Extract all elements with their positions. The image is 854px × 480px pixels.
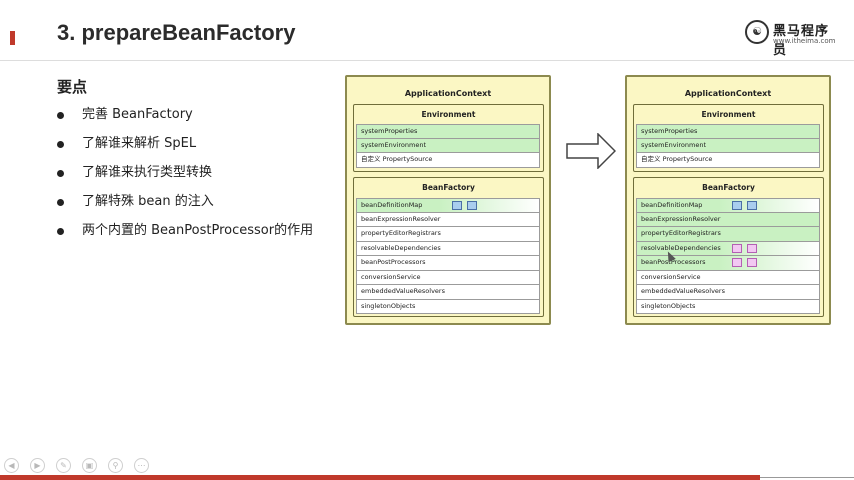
zoom-icon[interactable]: ⚲ <box>108 458 123 473</box>
bean-factory-box: BeanFactory beanDefinitionMap beanExpres… <box>353 177 544 317</box>
bf-row: beanExpressionResolver <box>636 212 820 227</box>
header-divider <box>0 60 854 61</box>
application-context-title: ApplicationContext <box>404 89 492 98</box>
pink-square-icon <box>732 243 742 253</box>
itheima-logo-icon: ☯ <box>745 20 769 44</box>
env-row: systemProperties <box>356 124 540 139</box>
bullet-text: 两个内置的 BeanPostProcessor的作用 <box>82 223 314 238</box>
bullet-dot-icon <box>57 170 64 177</box>
bf-row: embeddedValueResolvers <box>356 285 540 300</box>
logo-name: 黑马程序员 <box>773 24 830 58</box>
bullet-text: 了解谁来解析 SpEL <box>82 136 197 151</box>
bullet-text: 了解特殊 bean 的注入 <box>82 194 214 209</box>
slides-icon[interactable]: ▣ <box>82 458 97 473</box>
env-row: systemEnvironment <box>636 138 820 153</box>
application-context-title: ApplicationContext <box>684 89 772 98</box>
bullet-list: 完善 BeanFactory 了解谁来解析 SpEL 了解谁来执行类型转换 了解… <box>57 104 313 249</box>
bullet-dot-icon <box>57 228 64 235</box>
bf-row-label: beanDefinitionMap <box>361 201 423 209</box>
bullet-text: 完善 BeanFactory <box>82 107 193 122</box>
progress-track <box>760 477 854 478</box>
pen-icon[interactable]: ✎ <box>56 458 71 473</box>
bean-factory-title: BeanFactory <box>422 183 475 192</box>
blue-square-icon <box>452 201 462 210</box>
bf-row-label: beanPostProcessors <box>641 258 706 266</box>
blue-square-icon <box>747 201 757 210</box>
right-arrow-icon <box>566 133 616 169</box>
bf-row: resolvableDependencies <box>356 241 540 256</box>
bean-factory-box: BeanFactory beanDefinitionMap beanExpres… <box>633 177 824 317</box>
application-context-box-after: ApplicationContext Environment systemPro… <box>625 75 831 325</box>
more-icon[interactable]: ⋯ <box>134 458 149 473</box>
itheima-logo: ☯ 黑马程序员 www.itheima.com <box>745 20 836 58</box>
bullet-item: 了解谁来解析 SpEL <box>57 133 313 162</box>
environment-box: Environment systemProperties systemEnvir… <box>353 104 544 172</box>
bf-row: singletonObjects <box>356 299 540 314</box>
bullet-text: 了解谁来执行类型转换 <box>82 165 213 180</box>
prev-icon[interactable]: ◀ <box>4 458 19 473</box>
environment-title: Environment <box>701 110 756 119</box>
bullet-item: 了解谁来执行类型转换 <box>57 162 313 191</box>
application-context-box-before: ApplicationContext Environment systemPro… <box>345 75 551 325</box>
environment-title: Environment <box>421 110 476 119</box>
bullet-dot-icon <box>57 112 64 119</box>
bullet-dot-icon <box>57 199 64 206</box>
blue-square-icon <box>467 201 477 210</box>
bf-row: conversionService <box>636 270 820 285</box>
bf-row-beanDefinitionMap: beanDefinitionMap <box>356 198 540 213</box>
pink-square-icon <box>747 243 757 253</box>
bullet-dot-icon <box>57 141 64 148</box>
bf-row-beanPostProcessors: beanPostProcessors <box>636 256 820 271</box>
bf-row: singletonObjects <box>636 299 820 314</box>
blue-square-icon <box>732 201 742 210</box>
slide-title: 3. prepareBeanFactory <box>57 20 296 45</box>
bf-row: conversionService <box>356 270 540 285</box>
bullet-item: 完善 BeanFactory <box>57 104 313 133</box>
title-accent-bar <box>10 31 15 45</box>
env-row: systemEnvironment <box>356 138 540 153</box>
bf-row-beanDefinitionMap: beanDefinitionMap <box>636 198 820 213</box>
bean-factory-title: BeanFactory <box>702 183 755 192</box>
environment-box: Environment systemProperties systemEnvir… <box>633 104 824 172</box>
bullet-item: 两个内置的 BeanPostProcessor的作用 <box>57 220 313 249</box>
bullet-item: 了解特殊 bean 的注入 <box>57 191 313 220</box>
bf-row: embeddedValueResolvers <box>636 285 820 300</box>
pink-square-icon <box>747 258 757 267</box>
progress-bar <box>0 475 760 480</box>
env-row: 自定义 PropertySource <box>636 153 820 168</box>
bf-row: propertyEditorRegistrars <box>636 227 820 242</box>
bf-row-label: beanDefinitionMap <box>641 201 703 209</box>
bf-row-resolvableDependencies: resolvableDependencies <box>636 241 820 256</box>
pink-square-icon <box>732 258 742 267</box>
env-row: systemProperties <box>636 124 820 139</box>
next-icon[interactable]: ▶ <box>30 458 45 473</box>
env-row: 自定义 PropertySource <box>356 153 540 168</box>
logo-url: www.itheima.com <box>773 37 836 45</box>
section-heading: 要点 <box>57 78 88 96</box>
bf-row: beanPostProcessors <box>356 256 540 271</box>
bf-row: propertyEditorRegistrars <box>356 227 540 242</box>
bf-row: beanExpressionResolver <box>356 212 540 227</box>
bf-row-label: resolvableDependencies <box>641 243 721 252</box>
